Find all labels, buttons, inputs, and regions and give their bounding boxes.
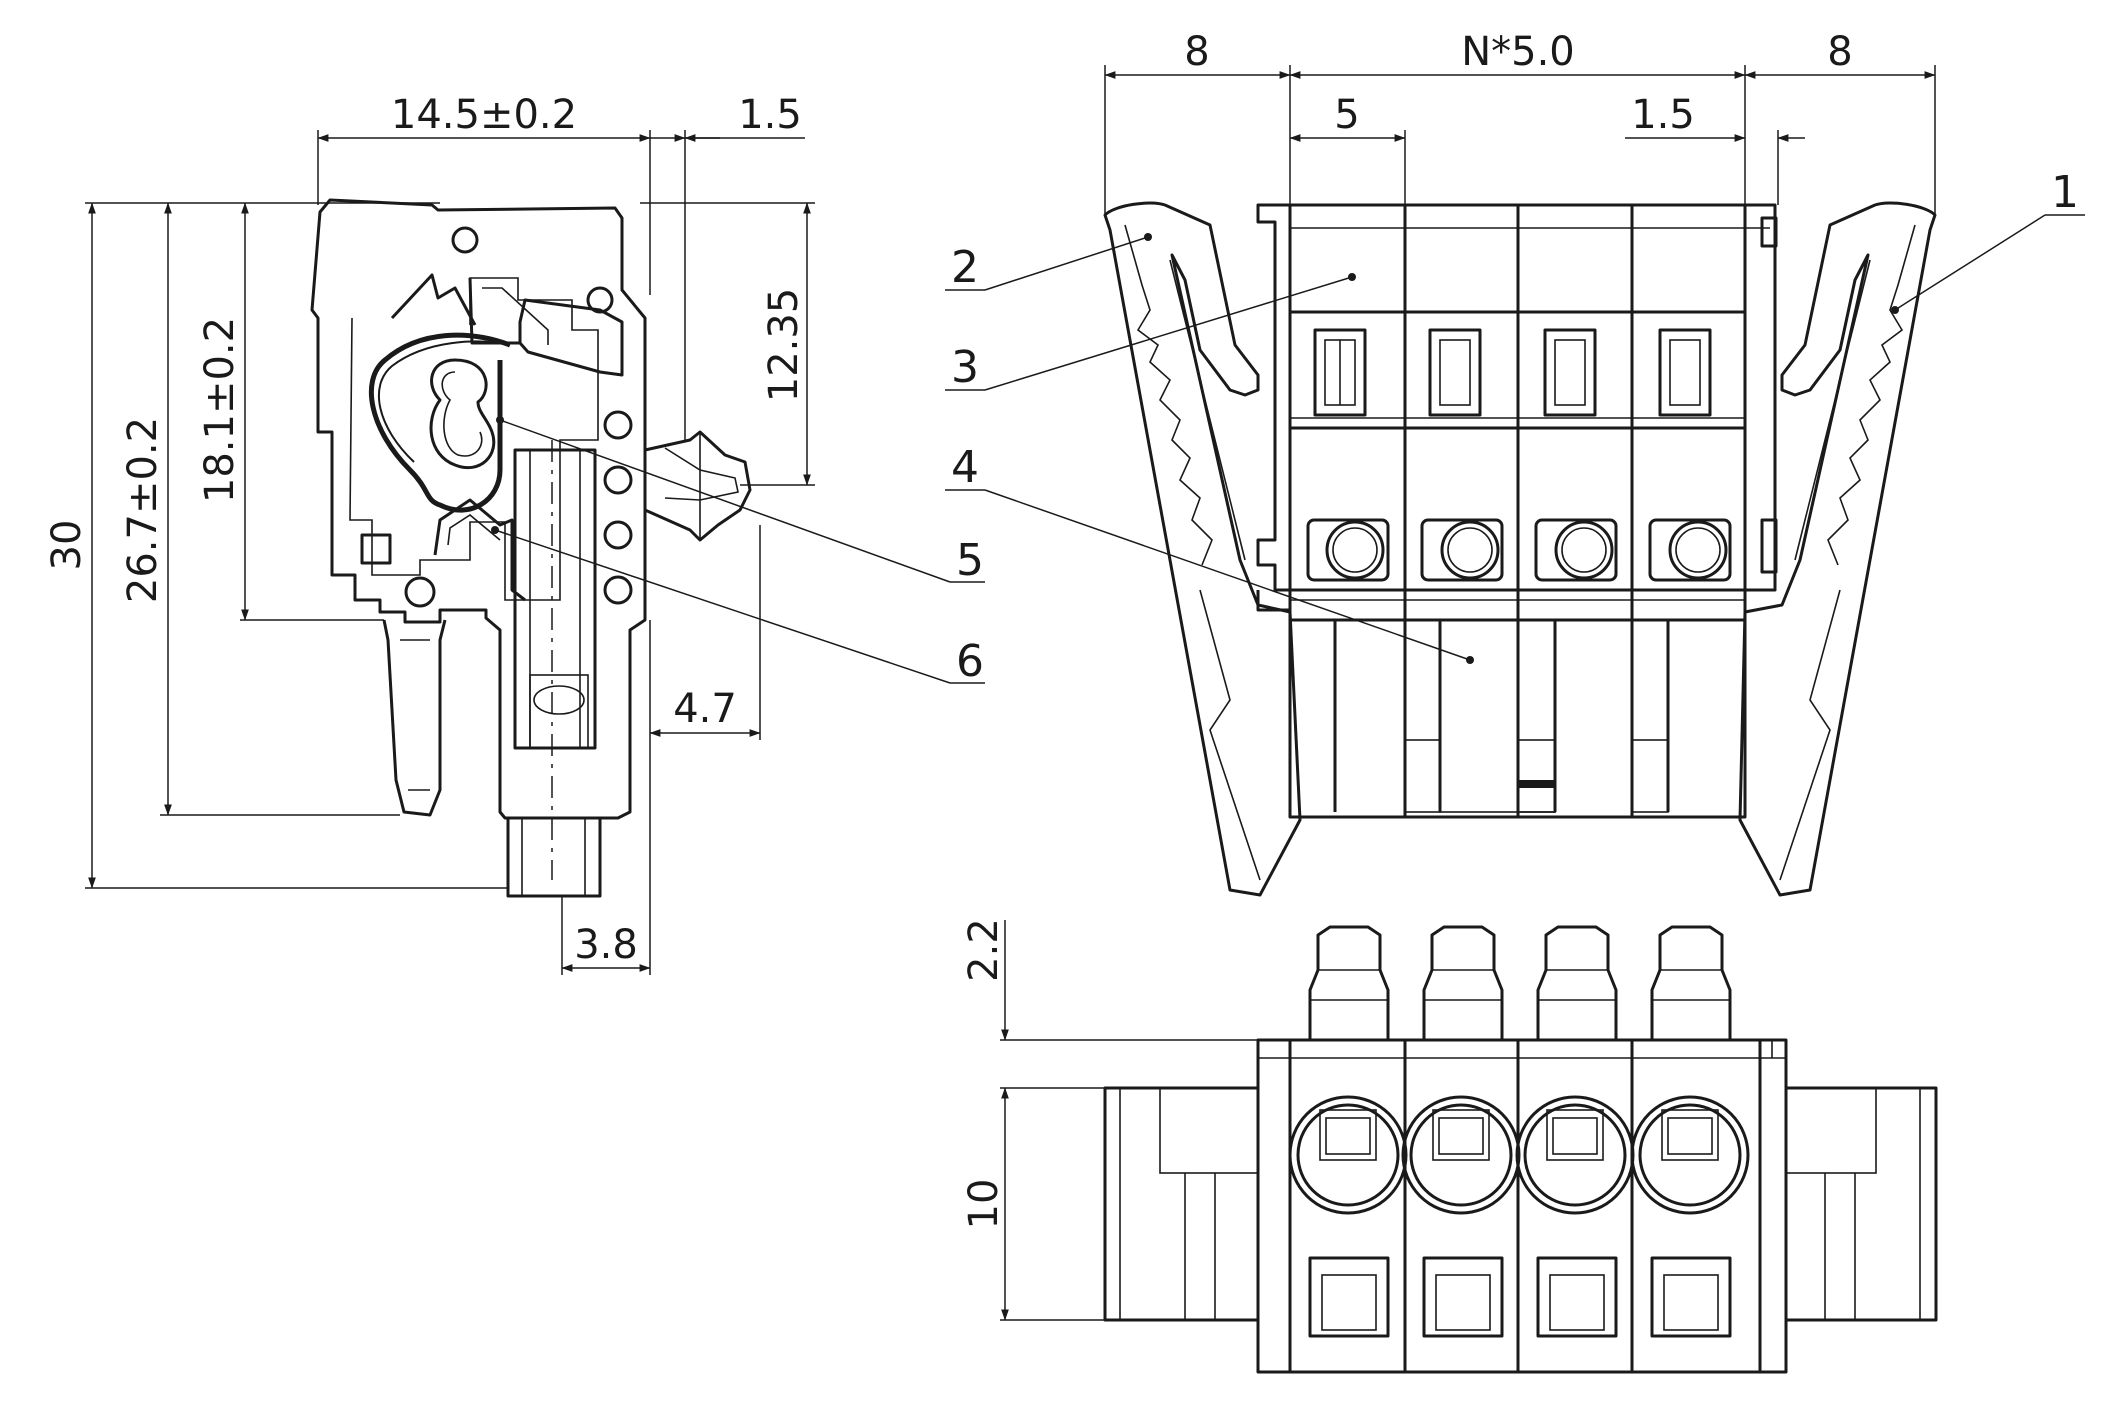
side-pointer — [390, 273, 477, 326]
dim-side-width: 14.5±0.2 — [391, 92, 577, 138]
front-window-4 — [1658, 328, 1712, 417]
side-pin-hole-4 — [603, 575, 633, 605]
bottom-wire-entry-4 — [1630, 1095, 1750, 1215]
front-wire-hole-4 — [1668, 520, 1728, 580]
bottom-button-3 — [1536, 925, 1618, 1040]
bottom-window-1 — [1308, 1256, 1390, 1338]
side-keyhole-inner — [441, 371, 483, 457]
side-lever — [468, 277, 624, 377]
side-latch-inner — [664, 447, 739, 501]
dim-side-pin: 3.8 — [574, 922, 638, 968]
callout-1: 1 — [2051, 167, 2079, 218]
side-latch — [644, 430, 752, 542]
bottom-left-flange — [1103, 1086, 1260, 1322]
dim-bottom-10: 10 — [961, 1179, 1007, 1230]
bottom-window-3 — [1536, 1256, 1618, 1338]
dim-side-top-right: 1.5 — [738, 92, 802, 138]
side-lever-inner — [482, 287, 549, 345]
dim-side-latch-width: 4.7 — [673, 686, 737, 732]
front-wire-hole-1 — [1325, 520, 1385, 580]
side-contact-inner — [447, 514, 501, 546]
front-window-3 — [1543, 328, 1597, 417]
bottom-wire-entry-2 — [1401, 1095, 1521, 1215]
front-wire-hole-2 — [1440, 520, 1500, 580]
front-window-2 — [1428, 328, 1482, 417]
bottom-window-4 — [1650, 1256, 1732, 1338]
callout-3: 3 — [951, 342, 979, 393]
callout-6: 6 — [956, 636, 984, 687]
dim-side-height-body: 26.7±0.2 — [120, 417, 166, 603]
side-keyhole — [429, 358, 496, 470]
side-pin-hole-2 — [603, 465, 633, 495]
front-window-1 — [1313, 328, 1367, 417]
dim-front-left: 8 — [1184, 29, 1209, 75]
dim-side-latch: 12.35 — [761, 288, 807, 403]
side-view: 14.5±0.2 1.5 30 26.7±0.2 18.1±0.2 12.35 … — [44, 92, 985, 975]
callout-5: 5 — [956, 535, 984, 586]
front-left-lock-arm — [1103, 201, 1302, 897]
side-hole-bottom — [404, 576, 436, 608]
bottom-button-4 — [1650, 925, 1732, 1040]
side-ferrule — [529, 674, 589, 749]
front-right-lock-arm — [1738, 201, 1937, 897]
front-right-flange — [1745, 203, 1777, 592]
front-lower-legs — [1288, 620, 1670, 812]
front-left-flange — [1256, 203, 1290, 592]
bottom-button-2 — [1422, 925, 1504, 1040]
side-pin-hole-3 — [603, 520, 633, 550]
bottom-button-1 — [1308, 925, 1390, 1040]
bottom-wire-entry-3 — [1515, 1095, 1635, 1215]
side-spring — [368, 332, 511, 513]
dim-side-height-mid: 18.1±0.2 — [197, 317, 243, 503]
dim-front-5: 5 — [1334, 92, 1359, 138]
dim-front-pitch: N*5.0 — [1461, 29, 1575, 75]
front-view: 8 N*5.0 8 5 1.5 2 3 4 1 — [945, 29, 2085, 897]
bottom-body — [1256, 1038, 1788, 1374]
side-pin-hole-1 — [603, 410, 633, 440]
front-wire-hole-3 — [1554, 520, 1614, 580]
side-housing-outline — [310, 198, 647, 820]
bottom-view: 2.2 10 — [961, 918, 1938, 1374]
side-left-leg — [382, 619, 447, 817]
side-pin — [506, 816, 602, 898]
side-spring-inner — [378, 340, 511, 463]
side-hole-top — [451, 226, 479, 254]
side-window — [360, 533, 392, 565]
dim-bottom-2-2: 2.2 — [961, 918, 1007, 982]
callout-2: 2 — [951, 242, 979, 293]
callout-4: 4 — [951, 442, 979, 493]
bottom-right-flange — [1784, 1086, 1938, 1322]
dim-front-right: 8 — [1827, 29, 1852, 75]
side-contact — [433, 498, 526, 602]
dim-side-height-total: 30 — [44, 520, 90, 571]
bottom-wire-entry-1 — [1288, 1095, 1408, 1215]
side-hole-right — [586, 286, 614, 314]
bottom-window-2 — [1422, 1256, 1504, 1338]
dim-front-1-5: 1.5 — [1631, 92, 1695, 138]
